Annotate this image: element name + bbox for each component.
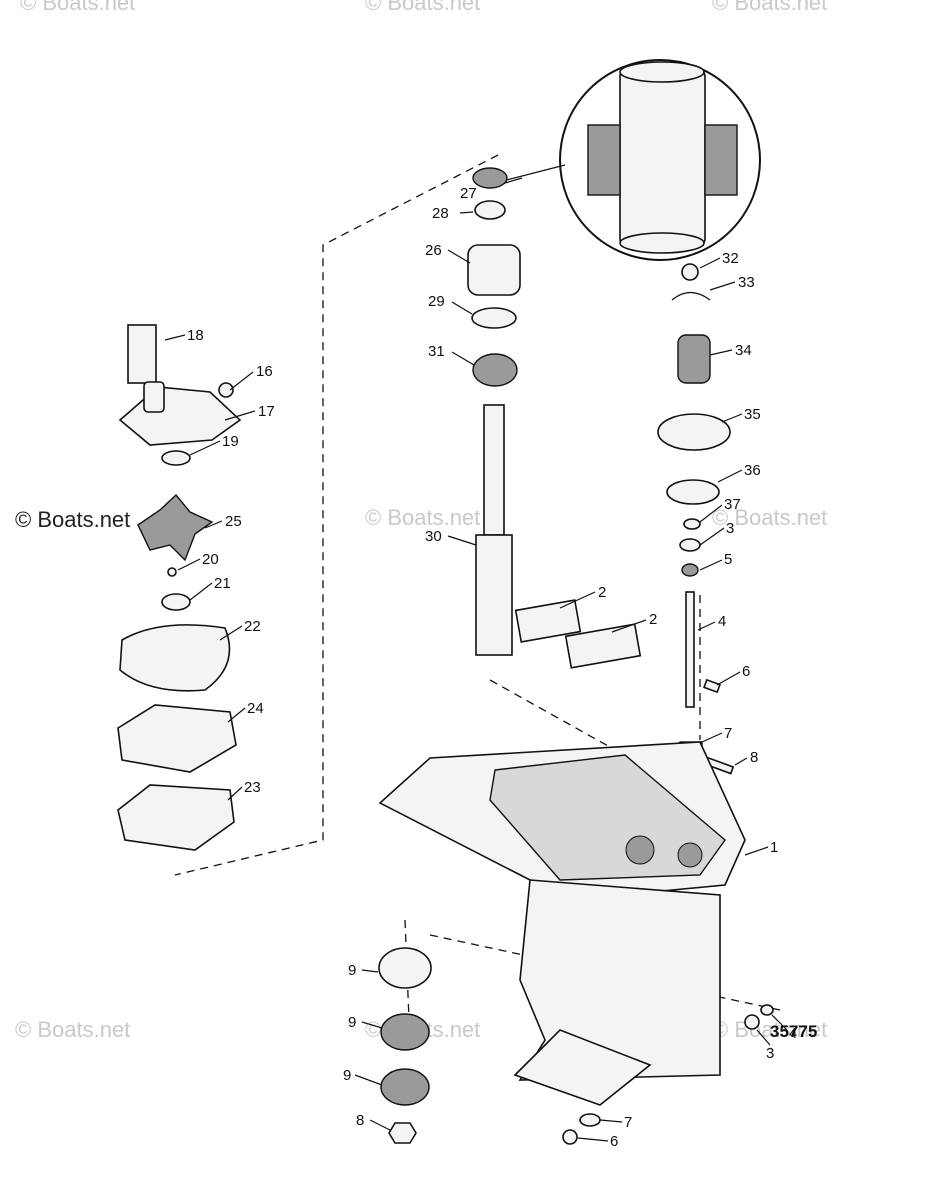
insert-13: [161, 450, 191, 466]
driveshaft-upper: [483, 404, 505, 536]
lower-gear-parts: [378, 947, 774, 1145]
watermark-top-right: © Boats.net: [712, 0, 827, 15]
retaining-ring-27: [671, 291, 711, 301]
o-ring-30: [666, 479, 720, 505]
assembly-line-left: [174, 154, 499, 876]
callout-13: 19: [222, 433, 239, 450]
screw-10: [218, 382, 234, 398]
callout-19: 25: [225, 513, 242, 530]
callout-33: 4: [718, 613, 726, 630]
driveshaft-parts: [467, 167, 642, 669]
callout-1: 1: [770, 839, 778, 856]
washer-32: [679, 538, 701, 552]
callout-16: 22: [244, 618, 261, 635]
shift-coupler-28: [677, 334, 711, 384]
callout-7: 8: [356, 1112, 364, 1129]
seal-detail-bubble: [494, 59, 761, 261]
shift-shaft-33: [685, 591, 695, 708]
callout-4: 4: [789, 1025, 797, 1042]
callout-24: 30: [425, 528, 442, 545]
seal-21: [472, 167, 508, 189]
callout-27: 33: [738, 274, 755, 291]
callout-35: 6: [742, 663, 750, 680]
callout-23: 29: [428, 293, 445, 310]
watermark-primary: © Boats.net: [15, 507, 130, 532]
callout-labels: 18 16 17 19 25 20 21 22 24 23 27 28 26 2…: [187, 185, 797, 1150]
callout-22: 28: [432, 205, 449, 222]
pin-35: [703, 678, 721, 694]
screw-5: [562, 1129, 578, 1145]
pad-2a: [514, 599, 582, 643]
callout-36: 7: [724, 725, 732, 742]
oil-seal-carrier-20: [467, 244, 521, 296]
callout-17: 23: [244, 779, 261, 796]
callout-20: 26: [425, 242, 442, 259]
watermark-mid-right: © Boats.net: [712, 505, 827, 530]
callout-32: 3: [726, 520, 734, 537]
watermark-bottom-left: © Boats.net: [15, 1017, 130, 1042]
assembly-line-housing: [429, 934, 781, 1011]
assembly-line-driveshaft: [489, 679, 661, 776]
bearing-9: [380, 1013, 430, 1051]
nut-34: [681, 563, 699, 577]
callout-26: 32: [722, 250, 739, 267]
impeller-19: [137, 493, 214, 562]
water-pump-parts: [117, 324, 242, 851]
callout-34: 5: [724, 551, 732, 568]
plate-18: [117, 704, 237, 773]
callout-28: 34: [735, 342, 752, 359]
figure-number: 35775: [770, 1022, 817, 1041]
callout-6: 7: [624, 1114, 632, 1131]
callout-12: 18: [187, 327, 204, 344]
bearing-cup-9: [378, 947, 432, 989]
callout-30: 36: [744, 462, 761, 479]
driveshaft-24: [475, 534, 513, 656]
washer-6: [579, 1113, 601, 1127]
key-14: [167, 567, 177, 577]
callout-5: 6: [610, 1133, 618, 1150]
washer-31: [683, 518, 701, 530]
bearing-25: [472, 353, 518, 387]
callout-9a: 9: [348, 962, 356, 979]
callout-18: 24: [247, 700, 264, 717]
callout-29: 35: [744, 406, 761, 423]
watermark-top-left: © Boats.net: [20, 0, 135, 15]
callout-2b: 2: [649, 611, 657, 628]
callout-14: 20: [202, 551, 219, 568]
nut-7: [388, 1122, 417, 1144]
pad-2b: [564, 623, 642, 669]
washer-4: [760, 1004, 774, 1016]
callout-10: 16: [256, 363, 273, 380]
gasket-17: [117, 784, 235, 851]
watermark-bottom-right: © Boats.net: [712, 1017, 827, 1042]
gear-housing-1: [378, 741, 746, 1106]
callout-31: 37: [724, 496, 741, 513]
bushing-29: [657, 413, 731, 451]
callout-21: 27: [460, 185, 477, 202]
pinion-gear-8: [380, 1068, 430, 1106]
callout-37: 8: [750, 749, 758, 766]
callout-leaders: [164, 177, 788, 1142]
screw-3: [744, 1014, 760, 1030]
water-tube-12: [127, 324, 157, 384]
callout-15: 21: [214, 575, 231, 592]
callout-9b: 9: [348, 1014, 356, 1031]
callout-11: 17: [258, 403, 275, 420]
watermark-top-center: © Boats.net: [365, 0, 480, 15]
bushing-22: [474, 200, 506, 220]
gasket-16: [119, 624, 231, 692]
callout-2a: 2: [598, 584, 606, 601]
callout-3: 3: [766, 1045, 774, 1062]
callout-25: 31: [428, 343, 445, 360]
o-ring-23: [471, 307, 517, 329]
watermark-mid-center: © Boats.net: [365, 505, 480, 530]
nut-26: [681, 263, 699, 281]
callout-8: 9: [343, 1067, 351, 1084]
seal-15: [161, 593, 191, 611]
